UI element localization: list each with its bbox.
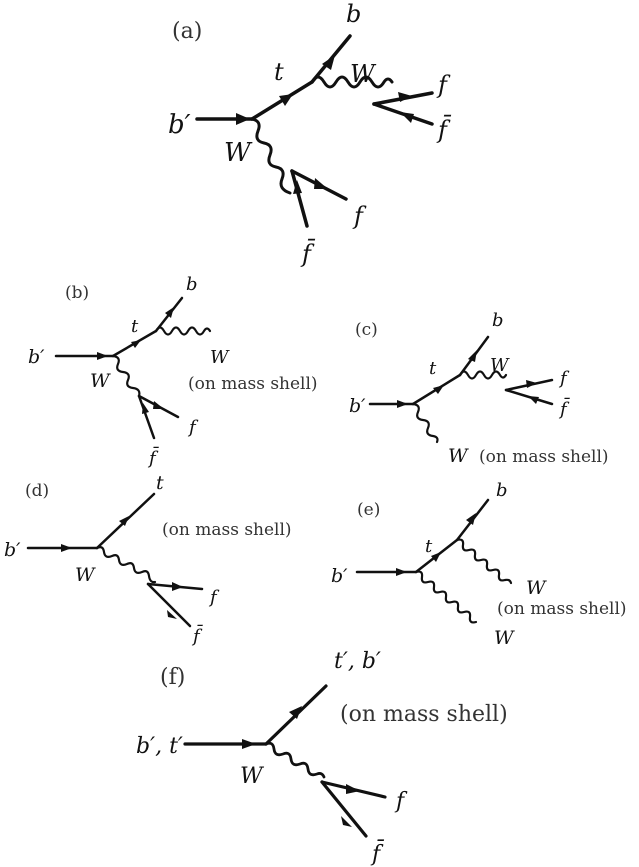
diagram-a-label-incoming: b′	[168, 110, 191, 140]
diagram-f-w-low	[264, 741, 326, 779]
diagram-b: (b) b′ t b W (on mass shell) W f f̄	[28, 274, 318, 469]
diagram-e-top-arrow	[431, 552, 441, 562]
diagram-c-f-arrow	[526, 380, 537, 388]
diagram-a-top-arrow	[279, 94, 293, 106]
diagram-e-w-low	[414, 570, 478, 624]
diagram-b-fbar-line	[137, 394, 156, 440]
diagram-a-fbar-arrow	[400, 112, 414, 123]
diagram-d-fbar-arrow	[167, 610, 177, 619]
diagram-c-w-low	[411, 402, 439, 444]
diagram-f-label-f: f	[394, 789, 408, 814]
diagram-d-incoming-arrow	[61, 544, 72, 552]
diagram-e-label-shell: (on mass shell)	[497, 599, 627, 619]
diagram-c-incoming-arrow	[397, 400, 408, 408]
diagram-a-w-low	[250, 117, 292, 195]
diagram-f-fbar-line	[320, 780, 368, 838]
diagram-e: (e) b′ t b W (on mass shell) W	[331, 480, 627, 649]
diagram-f-label-w-low: W	[240, 764, 265, 789]
diagram-f: (f) b′, t′ t′, b′ (on mass shell) W f f̄	[136, 649, 508, 867]
diagram-a-incoming-arrow	[236, 113, 250, 125]
diagram-c-label-w-low: W	[448, 445, 469, 467]
diagram-e-incoming-arrow	[396, 568, 407, 576]
diagram-d-label-w-low: W	[75, 564, 96, 586]
diagram-e-tag: (e)	[357, 500, 380, 520]
diagram-d-f-arrow	[172, 582, 183, 591]
diagram-c-label-shell: (on mass shell)	[479, 447, 609, 467]
diagram-a-f2-arrow	[314, 178, 328, 189]
diagram-f-incoming-arrow	[242, 739, 256, 749]
diagram-b-tag: (b)	[65, 283, 89, 303]
diagram-b-w-low	[111, 354, 141, 398]
diagram-c-label-fbar: f̄	[558, 396, 570, 420]
diagram-b-label-w-low: W	[90, 370, 111, 392]
diagram-e-label-incoming: b′	[331, 565, 348, 587]
diagram-b-w-out	[154, 326, 212, 336]
diagram-a: (a) b′ t W b f f̄ W f f̄	[168, 0, 452, 268]
diagram-d-top-arrow	[119, 516, 129, 526]
diagram-a-label-w-top: W	[350, 60, 377, 88]
diagram-f-label-top: t′, b′	[334, 649, 381, 674]
diagram-a-label-f2: f	[352, 202, 367, 230]
diagram-f-label-shell: (on mass shell)	[340, 702, 508, 727]
diagram-a-label-w-low: W	[224, 138, 253, 168]
diagram-c-top-arrow	[433, 385, 444, 394]
diagram-e-w-out	[455, 538, 513, 585]
diagram-d-fbar-line	[146, 582, 192, 628]
diagram-d-label-incoming: b′	[4, 539, 21, 561]
diagram-e-label-w-low: W	[494, 627, 515, 649]
diagram-a-label-f1: f	[436, 71, 451, 99]
diagram-c-label-f: f	[558, 368, 570, 389]
diagram-a-f-arrow	[398, 92, 412, 102]
diagram-f-tag: (f)	[160, 665, 185, 690]
diagram-b-label-b: b	[186, 274, 198, 295]
diagram-c: (c) b′ t b W f f̄ W (on mass shell)	[349, 310, 609, 467]
diagram-c-label-b: b	[492, 310, 504, 331]
diagram-b-label-shell: (on mass shell)	[188, 374, 318, 394]
diagram-c-label-w-top: W	[490, 355, 510, 376]
diagram-d: (d) b′ t (on mass shell) W f f̄	[4, 472, 292, 647]
diagram-b-label-w-out: W	[210, 347, 230, 368]
diagram-b-label-f: f	[187, 417, 199, 438]
diagram-d-label-f: f	[208, 587, 220, 608]
diagram-c-fbar-arrow	[528, 396, 539, 404]
diagram-e-label-top: t	[425, 536, 433, 557]
diagram-b-f-arrow	[153, 401, 164, 409]
diagram-d-w-low	[95, 546, 157, 584]
diagram-a-fbar2-line	[290, 169, 309, 228]
diagram-e-label-b: b	[496, 480, 508, 501]
diagram-b-label-fbar: f̄	[147, 445, 159, 469]
diagram-a-label-fbar2: f̄	[300, 239, 316, 268]
diagram-a-fbar2-arrow	[293, 180, 302, 194]
diagram-c-tag: (c)	[355, 320, 378, 340]
diagram-b-b-arrow	[165, 307, 174, 318]
diagram-a-b-arrow	[322, 55, 335, 70]
diagram-c-w-top	[458, 370, 508, 380]
diagram-f-fbar-arrow	[341, 816, 352, 827]
diagram-d-tag: (d)	[25, 481, 49, 501]
diagram-d-label-top: t	[156, 472, 164, 494]
diagram-d-label-fbar: f̄	[191, 623, 203, 647]
diagram-f-top-arrow	[289, 706, 302, 719]
diagram-b-fbar-arrow	[142, 403, 149, 414]
diagram-a-w-top	[310, 75, 394, 89]
diagram-b-label-incoming: b′	[28, 346, 45, 368]
diagram-e-b-arrow	[466, 513, 476, 525]
diagram-b-top-arrow	[131, 340, 141, 348]
diagram-f-f-arrow	[346, 784, 360, 794]
diagram-f-label-incoming: b′, t′	[136, 734, 183, 759]
diagram-d-label-shell: (on mass shell)	[162, 520, 292, 540]
diagram-b-incoming-arrow	[97, 352, 108, 360]
diagram-b-label-top: t	[131, 316, 139, 337]
diagram-a-label-b: b	[346, 0, 361, 28]
diagram-f-label-fbar: f̄	[370, 839, 385, 867]
diagram-a-label-fbar1: f̄	[436, 115, 452, 144]
diagram-e-label-w-out: W	[526, 577, 547, 599]
diagram-c-label-incoming: b′	[349, 395, 366, 417]
diagram-a-label-top: t	[274, 58, 284, 86]
diagram-c-label-top: t	[429, 358, 437, 379]
diagram-a-tag: (a)	[172, 19, 202, 44]
diagram-c-b-arrow	[468, 350, 477, 362]
